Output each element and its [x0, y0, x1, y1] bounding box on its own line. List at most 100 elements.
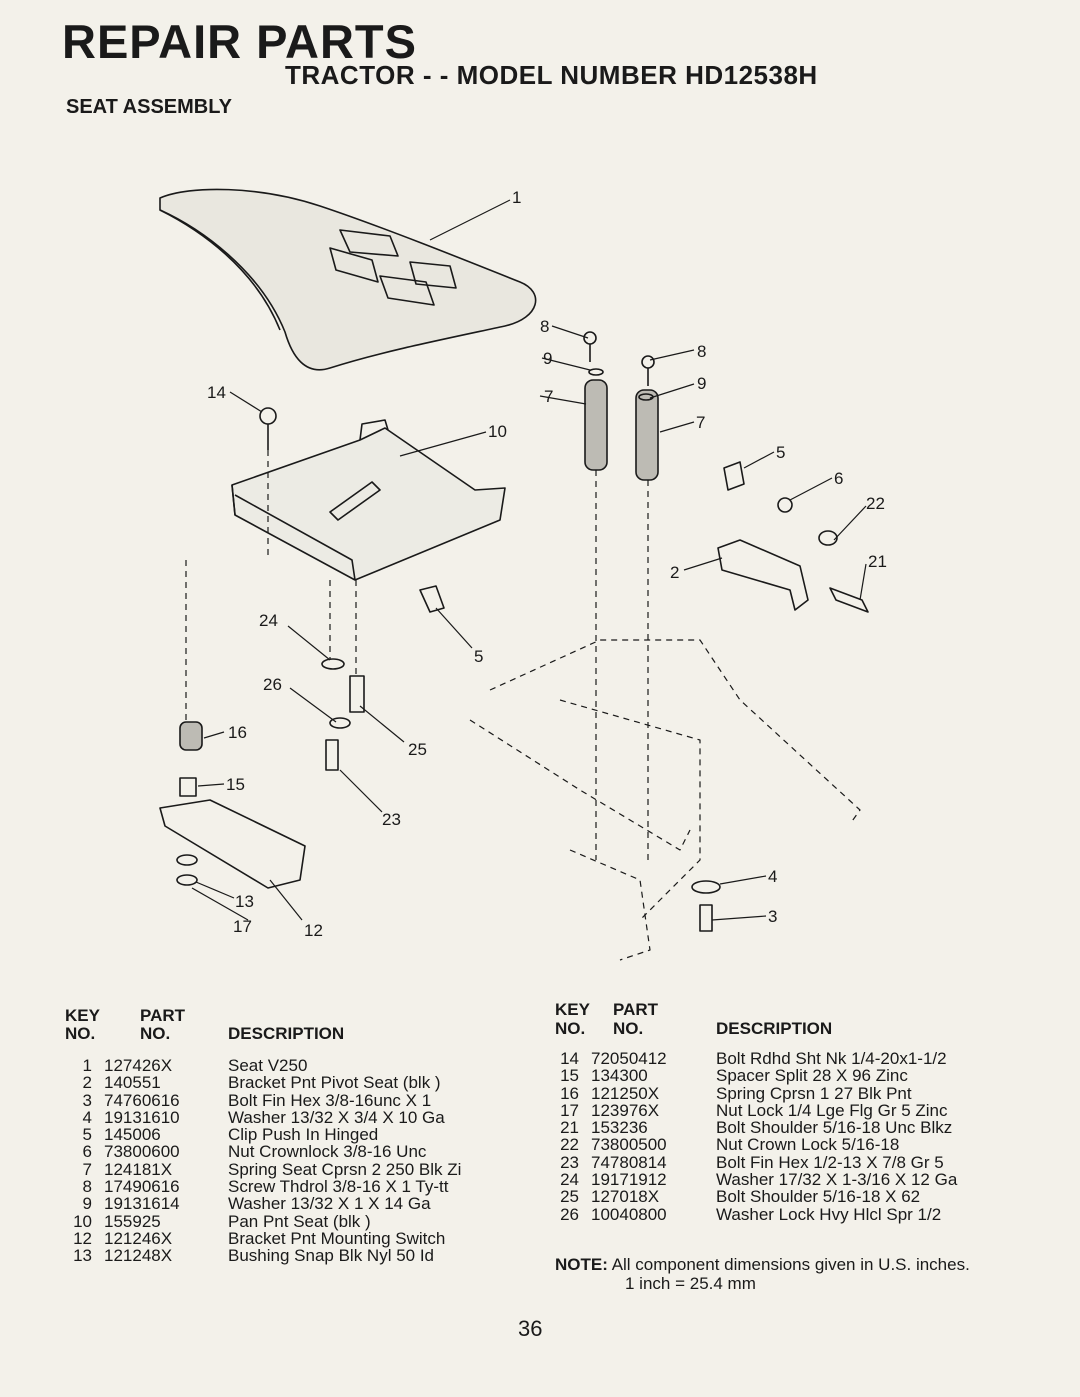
part-no: 19131610: [104, 1107, 180, 1127]
key-no: 8: [82, 1177, 92, 1197]
callout-label: 14: [207, 383, 226, 402]
dimension-note: NOTE: All component dimensions given in …: [555, 1255, 970, 1293]
springs: [179, 379, 659, 751]
key-no: 3: [82, 1090, 92, 1110]
part-description: Spring Cprsn 1 27 Blk Pnt: [716, 1083, 912, 1103]
header-no: NO.: [140, 1024, 171, 1043]
part-description: Bolt Rdhd Sht Nk 1/4-20x1-1/2: [716, 1049, 947, 1068]
header-description: DESCRIPTION: [716, 1019, 833, 1038]
callout-label: 13: [235, 892, 254, 911]
part-description: Washer 17/32 X 1-3/16 X 12 Ga: [716, 1170, 958, 1190]
part-no: 73800500: [591, 1135, 667, 1155]
key-no: 10: [73, 1211, 92, 1231]
key-no: 23: [560, 1152, 579, 1172]
callout-label: 2: [670, 563, 679, 582]
key-no: 16: [560, 1083, 579, 1103]
hardware: [176, 331, 869, 932]
key-no: 21: [560, 1118, 579, 1138]
part-no: 17490616: [104, 1177, 180, 1197]
page-number: 36: [518, 1316, 543, 1341]
header-no: NO.: [65, 1024, 96, 1043]
callout-label: 22: [866, 494, 885, 513]
part-no: 121250X: [591, 1083, 660, 1103]
part-description: Nut Crown Lock 5/16-18: [716, 1135, 900, 1155]
switch-bracket-part: [159, 799, 306, 889]
part-no: 74760616: [104, 1090, 180, 1110]
callout-label: 12: [304, 921, 323, 940]
part-description: Pan Pnt Seat (blk ): [228, 1211, 371, 1231]
part-no: 19171912: [591, 1170, 667, 1190]
callout-label: 21: [868, 552, 887, 571]
callout-label: 1: [512, 188, 521, 207]
key-no: 5: [82, 1125, 92, 1145]
callout-label: 24: [259, 611, 278, 630]
note-label: NOTE:: [555, 1255, 608, 1274]
part-no: 155925: [104, 1211, 161, 1231]
part-no: 140551: [104, 1073, 161, 1093]
seat-pan-part: [231, 419, 506, 581]
part-description: Bolt Fin Hex 1/2-13 X 7/8 Gr 5: [716, 1152, 944, 1172]
key-no: 12: [73, 1228, 92, 1248]
part-no: 72050412: [591, 1049, 667, 1068]
part-description: Washer 13/32 X 1 X 14 Ga: [228, 1194, 431, 1214]
part-description: Nut Crownlock 3/8-16 Unc: [228, 1142, 427, 1162]
key-no: 1: [82, 1056, 92, 1075]
pivot-bracket-part: [717, 539, 809, 611]
parts-row: 15 134300 Spacer Split 28 X 96 Zinc: [553, 1066, 1023, 1086]
key-no: 14: [560, 1049, 579, 1068]
callout-label: 16: [228, 723, 247, 742]
part-no: 73800600: [104, 1142, 180, 1162]
parts-row: 1 127426X Seat V250: [60, 1056, 530, 1075]
part-no: 10040800: [591, 1204, 667, 1224]
callout-label: 15: [226, 775, 245, 794]
parts-row: 16 121250X Spring Cprsn 1 27 Blk Pnt: [553, 1083, 1023, 1103]
callout-labels: 1 14 10 8 9 7 8 9 7 5 6 22 21 2 5 24 26 …: [207, 188, 887, 940]
callout-label: 3: [768, 907, 777, 926]
part-description: Bolt Shoulder 5/16-18 X 62: [716, 1187, 921, 1207]
part-no: 123976X: [591, 1100, 660, 1120]
callout-label: 6: [834, 469, 843, 488]
header-no: NO.: [555, 1019, 586, 1038]
note-text: All component dimensions given in U.S. i…: [611, 1255, 970, 1274]
seat-part: [159, 188, 537, 371]
part-description: Bolt Fin Hex 3/8-16unc X 1: [228, 1090, 432, 1110]
header-part: PART: [613, 1000, 659, 1019]
callout-label: 5: [474, 647, 483, 666]
key-no: 15: [560, 1066, 579, 1086]
callout-label: 9: [543, 349, 552, 368]
key-no: 17: [560, 1100, 579, 1120]
page-title: REPAIR PARTS: [62, 15, 417, 68]
part-no: 145006: [104, 1125, 161, 1145]
parts-row: 3 74760616 Bolt Fin Hex 3/8-16unc X 1: [60, 1090, 530, 1110]
parts-row: 10 155925 Pan Pnt Seat (blk ): [60, 1211, 530, 1231]
part-description: Spacer Split 28 X 96 Zinc: [716, 1066, 908, 1086]
key-no: 26: [560, 1204, 579, 1224]
key-no: 2: [82, 1073, 92, 1093]
callout-label: 23: [382, 810, 401, 829]
part-no: 127426X: [104, 1056, 173, 1075]
callout-label: 7: [696, 413, 705, 432]
header-key: KEY: [65, 1006, 100, 1025]
header-key: KEY: [555, 1000, 590, 1019]
part-no: 134300: [591, 1066, 648, 1086]
part-no: 19131614: [104, 1194, 180, 1214]
seat-assembly-diagram: 1 14 10 8 9 7 8 9 7 5 6 22 21 2 5 24 26 …: [159, 188, 887, 961]
part-no: 121246X: [104, 1228, 173, 1248]
callout-label: 7: [544, 387, 553, 406]
callout-label: 17: [233, 917, 252, 936]
parts-row: 14 72050412 Bolt Rdhd Sht Nk 1/4-20x1-1/2: [553, 1049, 1023, 1068]
part-description: Bolt Shoulder 5/16-18 Unc Blkz: [716, 1118, 953, 1138]
part-description: Seat V250: [228, 1056, 308, 1075]
